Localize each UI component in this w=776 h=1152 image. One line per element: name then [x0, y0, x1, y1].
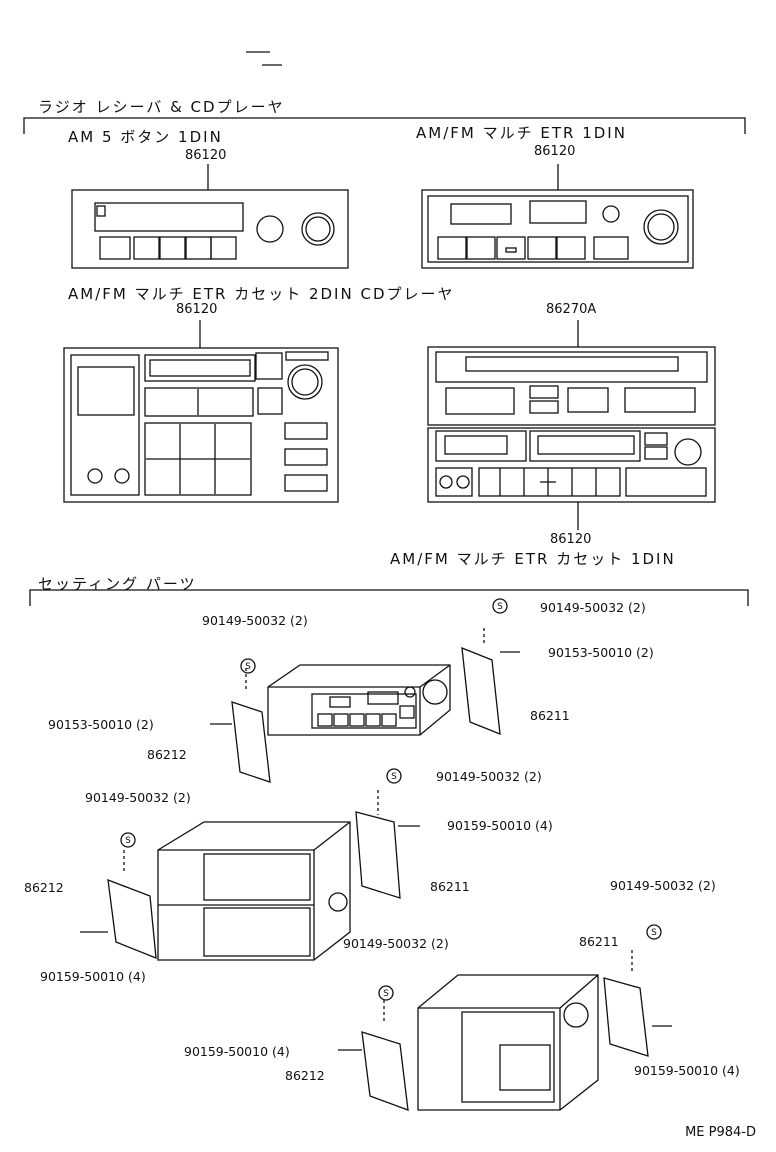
radio-stack-86270a [427, 320, 716, 530]
callout-c2: 90149-50032 (2) [343, 936, 449, 951]
unit-part-86270a: 86270A [546, 302, 597, 317]
unit-label-cassette-1din: AM/FM マルチ ETR カセット 1DIN [390, 550, 676, 568]
unit-label-am5: AM 5 ボタン 1DIN [68, 128, 223, 146]
callout-a5: 86211 [530, 708, 570, 723]
callout-a4: 90153-50010 (2) [548, 645, 654, 660]
svg-text:S: S [245, 662, 251, 672]
unit-part-cassette-1din: 86120 [550, 532, 592, 547]
callout-a1: 90149-50032 (2) [202, 613, 308, 628]
unit-part-am5: 86120 [185, 148, 227, 163]
callout-c4: 90159-50010 (4) [184, 1044, 290, 1059]
unit-part-etr-1din: 86120 [534, 144, 576, 159]
svg-text:S: S [497, 602, 503, 612]
section-bracket-bottom [29, 589, 749, 606]
callout-b5: 86212 [24, 880, 64, 895]
callout-b3: 90159-50010 (4) [447, 818, 553, 833]
radio-am5-1din [71, 164, 349, 269]
callout-b2: 90149-50032 (2) [436, 769, 542, 784]
section-title-top: ラジオ レシーバ & CDプレーヤ [38, 98, 285, 116]
svg-text:S: S [391, 772, 397, 782]
assembly-b [80, 790, 420, 961]
svg-text:S: S [125, 836, 131, 846]
document-code: ME P984-D [685, 1125, 756, 1140]
assembly-a [210, 628, 520, 783]
radio-2din-cd [63, 320, 339, 503]
assembly-c [338, 950, 672, 1111]
section-bracket-top [23, 117, 746, 134]
callout-a3: 90153-50010 (2) [48, 717, 154, 732]
callout-c3: 86211 [579, 934, 619, 949]
callout-a6: 86212 [147, 747, 187, 762]
callout-a2: 90149-50032 (2) [540, 600, 646, 615]
svg-text:S: S [383, 989, 389, 999]
unit-part-2din-cd: 86120 [176, 302, 218, 317]
callout-c5: 86212 [285, 1068, 325, 1083]
section-title-bottom: セッティング パーツ [38, 575, 197, 593]
callout-b4: 86211 [430, 879, 470, 894]
callout-b6: 90159-50010 (4) [40, 969, 146, 984]
unit-label-2din-cd: AM/FM マルチ ETR カセット 2DIN CDプレーヤ [68, 285, 455, 303]
unit-label-etr-1din: AM/FM マルチ ETR 1DIN [416, 124, 627, 142]
callout-c1: 90149-50032 (2) [610, 878, 716, 893]
callout-c6: 90159-50010 (4) [634, 1063, 740, 1078]
radio-amfm-etr-1din [421, 164, 694, 269]
svg-text:S: S [651, 928, 657, 938]
callout-b1: 90149-50032 (2) [85, 790, 191, 805]
